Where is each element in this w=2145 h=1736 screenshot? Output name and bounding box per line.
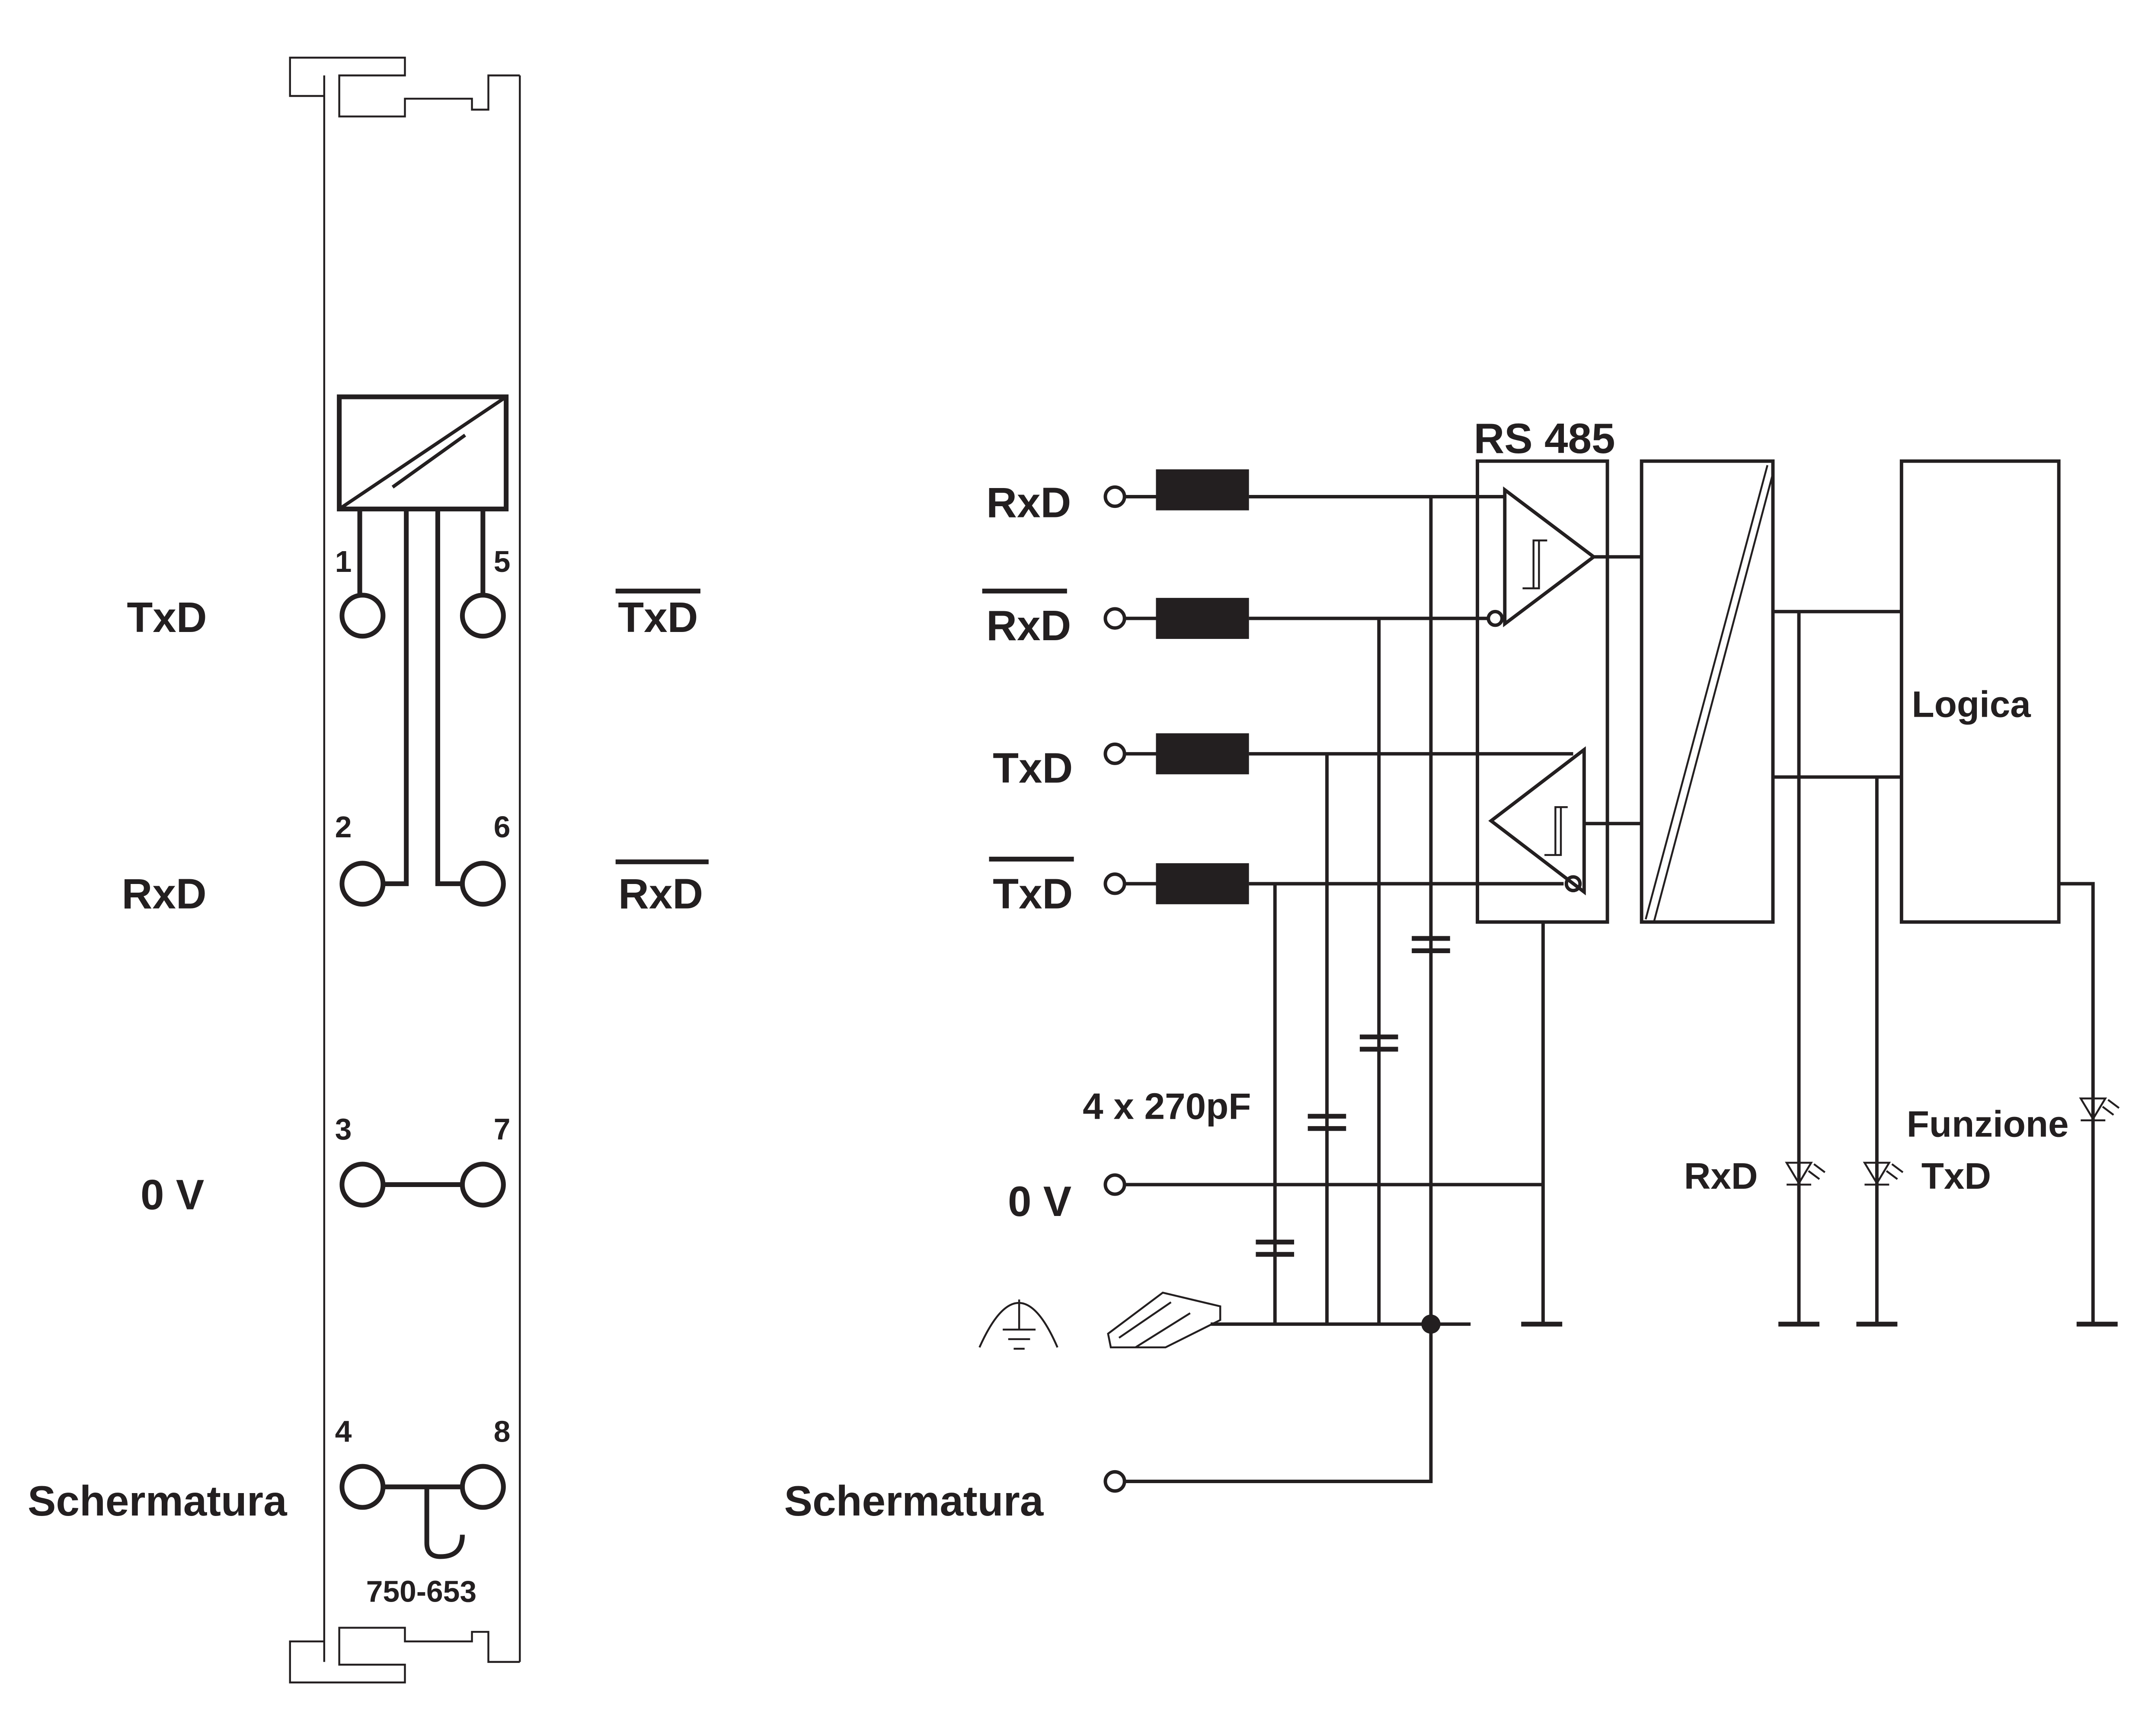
terminal-5[interactable]	[460, 593, 506, 639]
converter-symbol	[337, 394, 509, 512]
terminal-6[interactable]	[460, 861, 506, 907]
label-rxd: RxD	[122, 870, 207, 917]
terminal-3[interactable]	[339, 1162, 386, 1208]
terminal-4[interactable]	[339, 1464, 386, 1510]
led-rxd-label: RxD	[1684, 1156, 1758, 1197]
terminal-number: 2	[335, 810, 352, 844]
logic-label: Logica	[1912, 684, 2032, 725]
terminal-2[interactable]	[339, 861, 386, 907]
module-housing	[289, 57, 521, 1684]
junction-dot	[1421, 1315, 1441, 1334]
terminal-number: 1	[335, 545, 352, 578]
logic-block	[1899, 459, 2061, 924]
terminal-7[interactable]	[460, 1162, 506, 1208]
label-txd-inverted: TxD	[618, 594, 698, 641]
resistors	[1156, 469, 1249, 904]
leds	[1785, 1097, 2120, 1186]
led-txd-label: TxD	[1921, 1156, 1991, 1197]
terminals	[339, 593, 506, 1510]
terminal-number: 5	[494, 545, 511, 578]
terminal-number: 7	[494, 1112, 511, 1146]
overbar-lines	[615, 588, 709, 865]
capacitors-label: 4 x 270pF	[1083, 1086, 1251, 1127]
input-rxd-label: RxD	[986, 479, 1071, 526]
rs485-label: RS 485	[1474, 415, 1615, 462]
terminal-number: 4	[335, 1414, 352, 1448]
part-number: 750-653	[366, 1574, 476, 1608]
overbar-lines	[982, 588, 1074, 862]
terminal-number: 3	[335, 1112, 352, 1146]
label-rxd-inverted: RxD	[618, 870, 703, 917]
din-rail-icon	[1107, 1291, 1221, 1349]
input-rxd-inverted-label: RxD	[986, 602, 1071, 649]
label-txd: TxD	[127, 594, 207, 641]
input-0v-label: 0 V	[1008, 1178, 1071, 1225]
module-wiring	[357, 509, 486, 1559]
terminal-number: 8	[494, 1414, 511, 1448]
earth-symbol	[978, 1299, 1058, 1350]
label-schermatura: Schermatura	[28, 1477, 288, 1525]
led-funzione-label: Funzione	[1907, 1104, 2069, 1145]
input-txd-label: TxD	[993, 744, 1073, 791]
schematic-wiring	[1124, 495, 2118, 1483]
label-0v: 0 V	[141, 1171, 204, 1218]
terminal-number: 6	[494, 810, 511, 844]
terminal-1[interactable]	[339, 593, 386, 639]
input-terminals	[1103, 485, 1126, 1493]
input-txd-inverted-label: TxD	[993, 870, 1073, 917]
terminal-8[interactable]	[460, 1464, 506, 1510]
capacitors	[1256, 936, 1450, 1257]
isolation-converter	[1640, 459, 1775, 924]
input-schermatura-label: Schermatura	[784, 1477, 1044, 1525]
rs485-transceiver	[1476, 459, 1609, 924]
